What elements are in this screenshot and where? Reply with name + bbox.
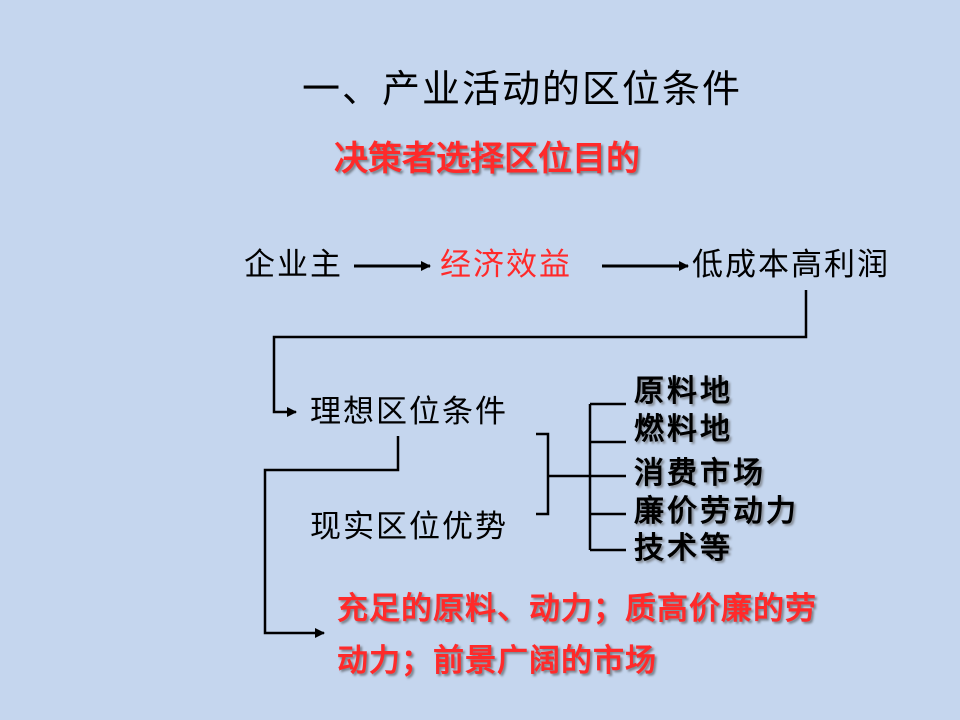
connector-profit-to-ideal [272, 290, 808, 417]
node-ideal-conditions: 理想区位条件 [310, 394, 508, 430]
page-title: 一、产业活动的区位条件 [302, 67, 743, 111]
bracket-conditions [536, 432, 550, 516]
node-real-advantages: 现实区位优势 [310, 509, 508, 545]
connector-ideal-to-conclusion [263, 436, 400, 638]
factor-item: 廉价劳动力 [634, 494, 799, 529]
slide-subtitle: 决策者选择区位目的 [334, 139, 640, 179]
conclusion-line-2: 动力；前景广阔的市场 [337, 643, 657, 679]
node-low-cost-high-profit: 低成本高利润 [692, 247, 890, 283]
factor-item: 原料地 [634, 374, 733, 409]
factor-item: 燃料地 [634, 412, 733, 447]
node-entrepreneur: 企业主 [244, 247, 343, 283]
conclusion-line-1: 充足的原料、动力；质高价廉的劳 [337, 591, 817, 627]
factor-item: 技术等 [634, 531, 733, 566]
factor-item: 消费市场 [634, 456, 766, 491]
node-economic-benefit: 经济效益 [440, 247, 572, 283]
